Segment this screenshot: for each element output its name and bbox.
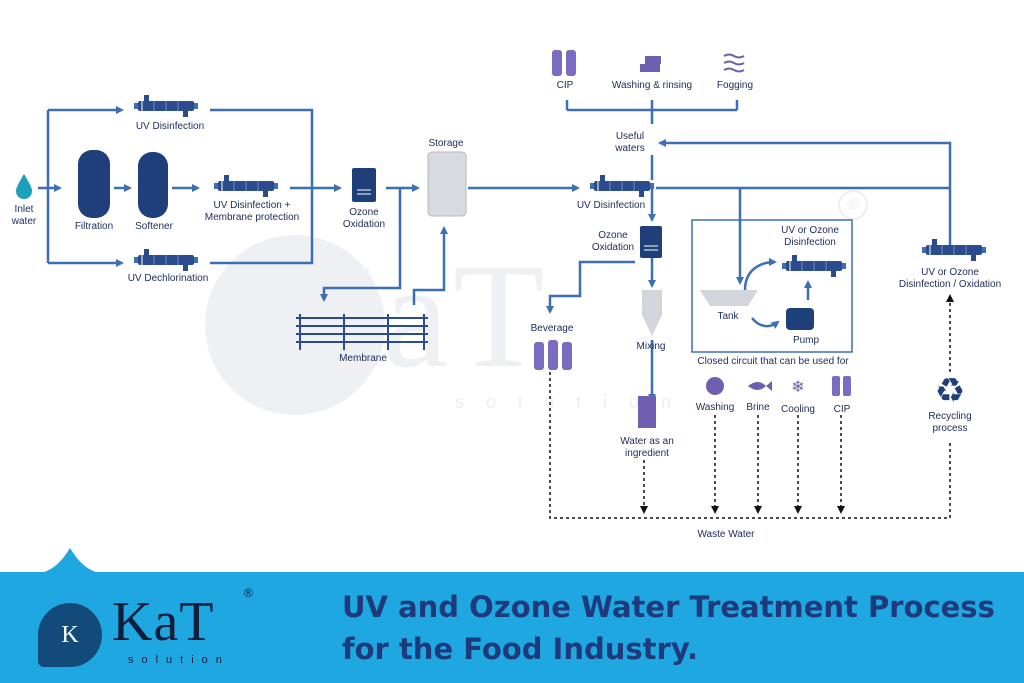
uv-disinfection-2-lamp-icon [589, 174, 655, 198]
label-cip-top: CIP [556, 80, 574, 91]
uv-disinfection-lamp-icon [133, 94, 199, 118]
tank-icon [700, 290, 758, 306]
brand-registered: ® [244, 586, 253, 600]
label-fogging: Fogging [716, 80, 754, 91]
flow-lines [38, 100, 952, 402]
label-uv-ozone-right: UV or Ozone Disinfection / Oxidation [898, 267, 1002, 290]
label-inlet: Inlet water [11, 204, 37, 227]
washing-rinsing-icon [640, 56, 661, 72]
uv-dechlorination-lamp-icon [133, 248, 199, 272]
brine-fish-icon [748, 381, 772, 391]
watermark-sub: solution [455, 392, 694, 412]
label-membrane: Membrane [339, 353, 387, 364]
label-recycling: Recycling process [928, 411, 972, 434]
ozone-unit-2-icon [640, 226, 662, 258]
closed-circuit-box [691, 219, 853, 353]
pump-icon [786, 308, 814, 330]
label-closed-circuit: Closed circuit that can be used for [697, 356, 849, 367]
watermark-reg: ® [838, 190, 868, 220]
washing-icon [706, 377, 724, 395]
label-washing-rinsing: Washing & rinsing [611, 80, 693, 91]
inlet-drop-icon [16, 174, 32, 199]
label-uv-disinfection-2: UV Disinfection [576, 200, 646, 211]
label-uv-dechlorination: UV Dechlorination [127, 273, 209, 284]
uv-ozone-right-lamp-icon [921, 238, 987, 262]
footer-title-line1: UV and Ozone Water Treatment Process [342, 590, 995, 624]
cip-bottom-icon [832, 376, 851, 396]
brand-subtitle: solution [128, 654, 230, 666]
label-filtration: Filtration [74, 221, 114, 232]
label-beverage: Beverage [530, 323, 574, 334]
uv-ozone-loop-lamp-icon [781, 254, 847, 278]
softener-tank-icon [138, 152, 168, 218]
brand-name: KaT [112, 591, 215, 653]
label-uv-disinfection: UV Disinfection [135, 121, 205, 132]
label-mixing: Mixing [636, 341, 666, 352]
recycling-icon: ♻ [935, 372, 965, 410]
label-softener: Softener [135, 221, 173, 232]
mixing-funnel-icon [642, 290, 662, 336]
label-cip-bottom: CIP [833, 404, 851, 415]
label-useful-waters: Useful waters [615, 131, 645, 154]
label-ozone-1: Ozone Oxidation [342, 207, 386, 230]
water-carton-icon [638, 396, 656, 428]
label-cooling: Cooling [781, 404, 815, 415]
footer-title-line2: for the Food Industry. [342, 632, 699, 666]
label-ozone-2: Ozone Oxidation [591, 230, 635, 253]
cooling-snowflake-icon: ❄ [791, 379, 804, 396]
label-storage: Storage [428, 138, 464, 149]
beverage-bottles-icon [534, 340, 572, 370]
label-washing: Washing [695, 402, 735, 413]
process-diagram: ❄ ♻ [16, 50, 987, 519]
watermark-brand: KaT [270, 233, 549, 399]
uv-membrane-lamp-icon [213, 174, 279, 198]
storage-tank-icon [427, 151, 467, 217]
label-water-ingredient: Water as an ingredient [620, 436, 674, 459]
brand-logo-icon: K [38, 603, 102, 667]
label-waste-water: Waste Water [697, 529, 755, 540]
fogging-icon [723, 53, 745, 73]
footer-banner [0, 572, 1024, 683]
label-brine: Brine [746, 402, 770, 413]
filtration-tank-icon [78, 150, 110, 218]
label-pump: Pump [792, 335, 820, 346]
ozone-unit-icon [352, 168, 376, 202]
waste-lines [549, 294, 954, 519]
label-tank: Tank [717, 311, 739, 322]
label-uv-ozone-loop: UV or Ozone Disinfection [781, 225, 839, 248]
cip-top-icon [552, 50, 576, 76]
label-uv-membrane: UV Disinfection + Membrane protection [204, 200, 300, 223]
membrane-rack-icon [296, 314, 428, 350]
